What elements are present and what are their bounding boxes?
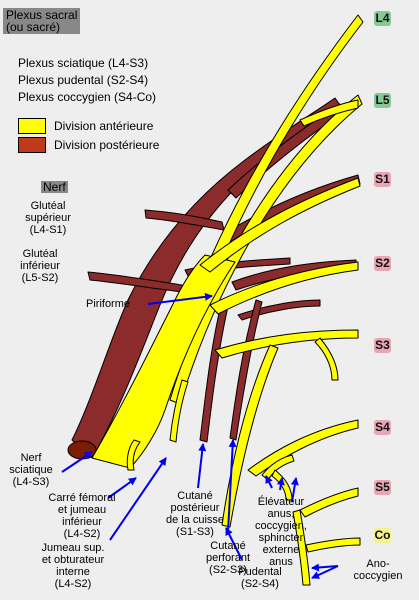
plexus-pudental: Plexus pudental (S2-S4)	[18, 73, 149, 87]
perforating-cutaneous-branch	[229, 299, 263, 441]
plexus-coccygien: Plexus coccygien (S4-Co)	[18, 90, 157, 104]
level-s2: S2	[374, 256, 391, 271]
level-s4: S4	[374, 420, 391, 435]
legend-label-posterior: Division postérieure	[54, 138, 160, 152]
pointer-arrows	[61, 292, 339, 579]
sciatic-anterior-trunk	[91, 254, 236, 469]
page-title: Plexus sacral (ou sacré)	[3, 8, 81, 34]
label-pudental: Pudental(S2-S4)	[238, 566, 282, 590]
level-s1: S1	[374, 172, 391, 187]
s5-root	[299, 487, 359, 518]
sciatic-posterior-trunk	[71, 97, 343, 459]
hip-branches	[126, 379, 189, 471]
legend-label-anterior: Division antérieure	[54, 119, 154, 133]
legend-swatch-anterior	[18, 118, 46, 134]
level-l5: L5	[374, 93, 391, 108]
title-line-2: (ou sacré)	[6, 20, 61, 34]
s2-root	[209, 261, 359, 315]
title-line-1: Plexus sacral	[6, 8, 78, 22]
label-piriforme: Piriforme	[86, 298, 131, 310]
anterior-division-nerves	[91, 14, 364, 586]
sciatic-cut-end	[67, 440, 97, 460]
level-s3: S3	[374, 338, 391, 353]
level-l4: L4	[374, 11, 391, 26]
s3-root	[214, 329, 359, 359]
s1-root	[199, 177, 361, 273]
coccygeal-descending	[292, 509, 311, 586]
legend-swatch-posterior	[18, 137, 46, 153]
level-s5: S5	[374, 480, 391, 495]
level-co: Co	[374, 528, 391, 543]
plexus-sciatique: Plexus sciatique (L4-S3)	[18, 56, 149, 70]
nerf-header: Nerf	[41, 180, 68, 194]
s4-root	[247, 419, 359, 477]
label-ano-coccygien: Ano-coccygien	[353, 558, 403, 582]
